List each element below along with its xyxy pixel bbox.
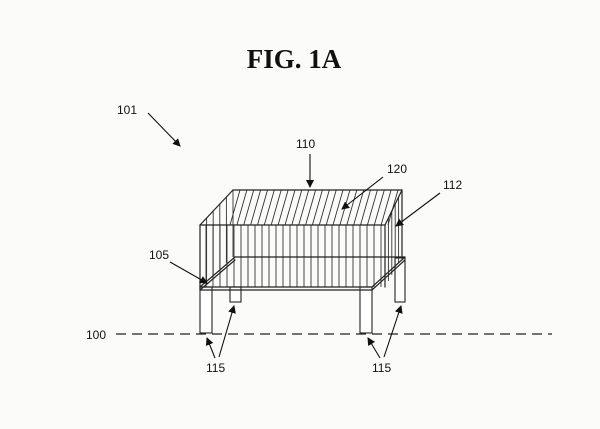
side-bars xyxy=(206,189,399,281)
figure-title: FIG. 1A xyxy=(247,44,342,74)
back-slat xyxy=(318,189,330,226)
right-bars xyxy=(387,197,400,281)
label-115-right: 115 xyxy=(372,361,391,375)
back-slat xyxy=(243,189,255,226)
back-slat xyxy=(353,189,365,226)
back-slat xyxy=(380,189,392,226)
front-bars xyxy=(205,225,382,287)
leader-115-left-a xyxy=(205,337,216,359)
back-slat xyxy=(284,189,296,226)
back-slat xyxy=(257,189,268,226)
back-slat xyxy=(250,189,262,226)
label-120: 120 xyxy=(387,162,407,176)
label-112: 112 xyxy=(443,178,462,192)
label-115-left: 115 xyxy=(206,361,225,375)
back-slat xyxy=(305,189,317,226)
leg-back-right xyxy=(394,257,406,303)
leader-105 xyxy=(169,261,208,284)
back-slat xyxy=(236,189,248,226)
back-slat xyxy=(366,189,378,226)
back-slat xyxy=(270,189,282,226)
back-slat xyxy=(298,189,310,226)
back-slat xyxy=(332,189,344,226)
legs xyxy=(199,257,406,334)
back-slat xyxy=(325,189,337,226)
leg-front-left xyxy=(199,286,213,334)
crib-structure xyxy=(199,189,406,291)
back-slat xyxy=(229,189,241,226)
leg-front-right xyxy=(359,286,373,334)
leader-115-right-a xyxy=(367,337,381,359)
label-100: 100 xyxy=(86,328,106,342)
leader-115-right-b xyxy=(383,305,403,358)
leader-120 xyxy=(341,176,384,210)
leg-back-left xyxy=(229,286,242,303)
leader-112 xyxy=(395,192,441,227)
label-110: 110 xyxy=(296,137,315,151)
leader-101 xyxy=(147,112,181,147)
back-slat xyxy=(277,189,289,226)
back-slat xyxy=(311,189,323,226)
label-101: 101 xyxy=(117,103,137,117)
back-slat xyxy=(373,189,385,226)
leader-115-left-b xyxy=(218,305,236,358)
back-slat xyxy=(263,189,275,226)
back-slat xyxy=(360,189,371,226)
back-slat xyxy=(291,189,303,226)
label-105: 105 xyxy=(149,248,169,262)
back-slat xyxy=(346,189,358,226)
